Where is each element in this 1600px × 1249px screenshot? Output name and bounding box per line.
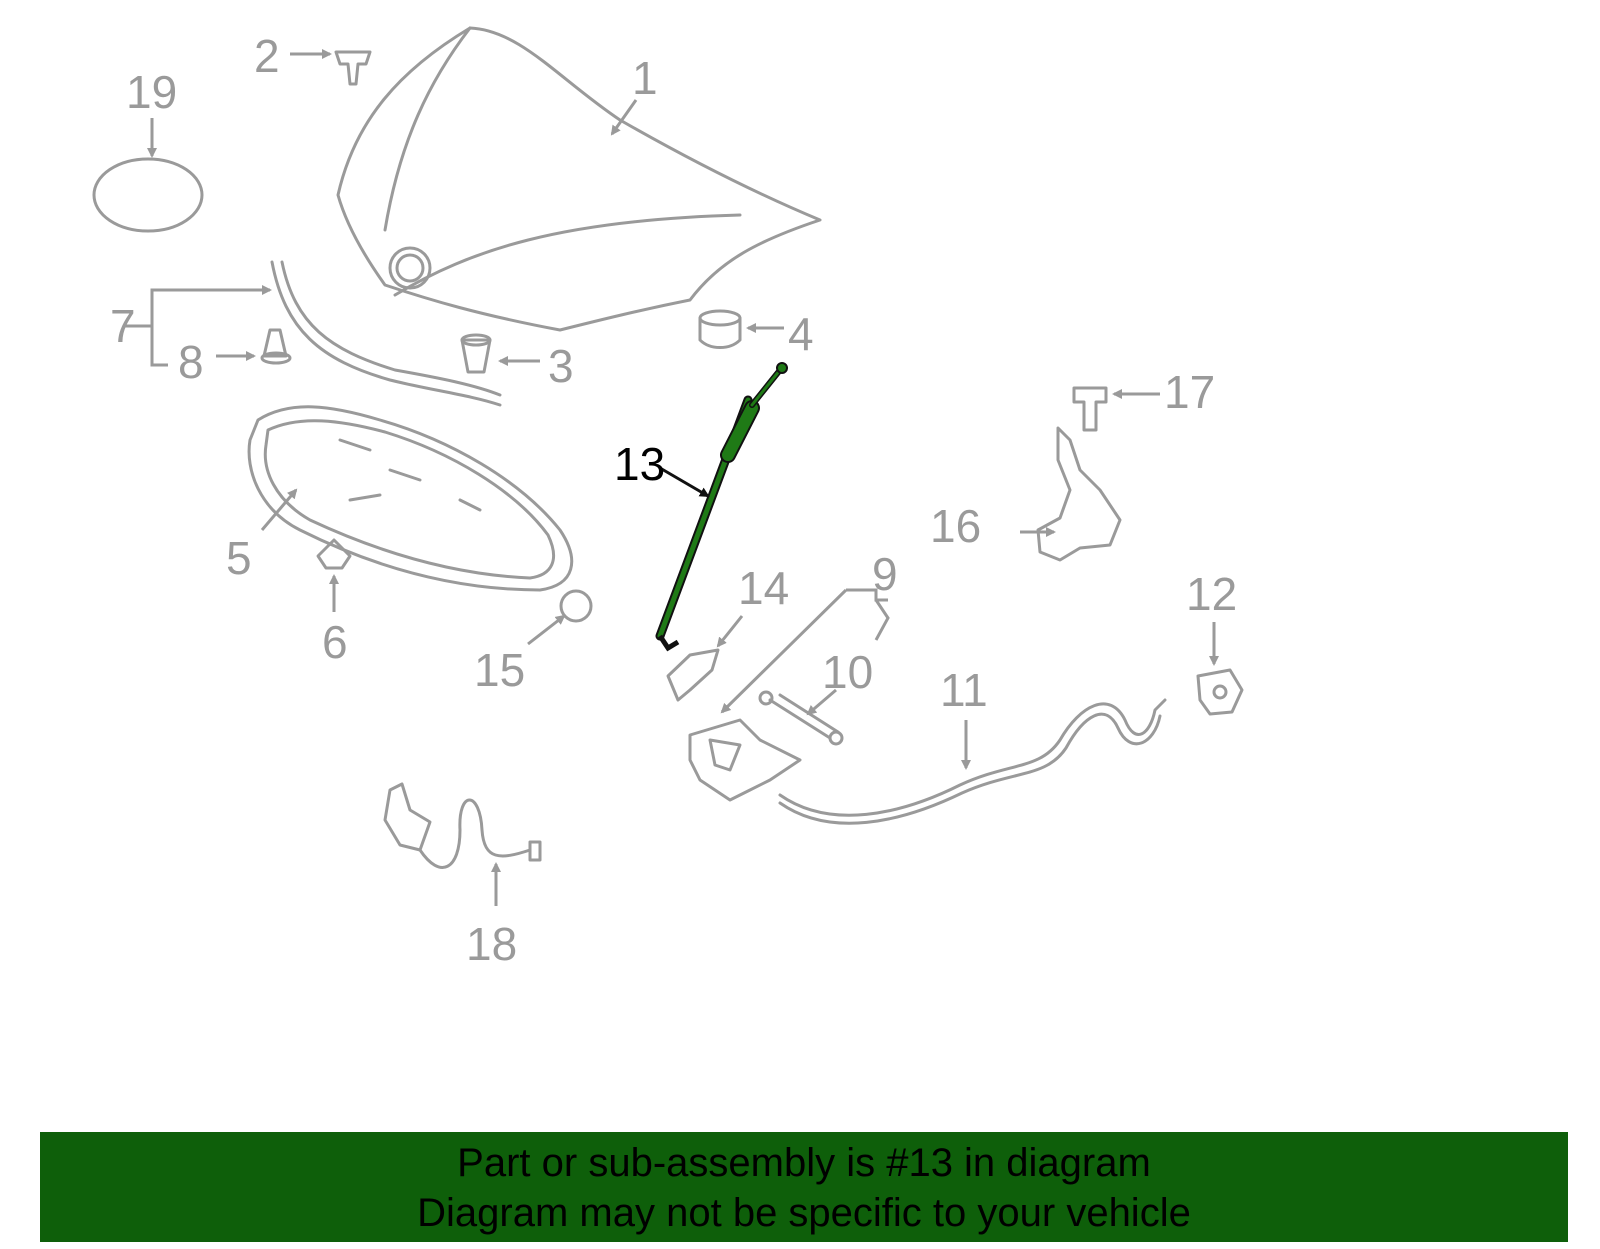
label-5: 5	[226, 532, 252, 584]
label-3: 3	[548, 340, 574, 392]
label-1: 1	[632, 52, 658, 104]
seal-part-19	[92, 118, 204, 233]
label-2: 2	[254, 30, 280, 82]
label-9: 9	[872, 548, 898, 600]
label-6: 6	[322, 616, 348, 668]
clip-part-8	[216, 328, 292, 365]
bracket-part-14	[666, 615, 744, 702]
notice-banner: Part or sub-assembly is #13 in diagram D…	[40, 1132, 1568, 1242]
latch-part-9	[688, 588, 890, 802]
banner-line-2: Diagram may not be specific to your vehi…	[417, 1191, 1191, 1235]
label-19: 19	[126, 66, 177, 118]
label-10: 10	[822, 646, 873, 698]
cushion-part-15	[527, 589, 593, 646]
label-18: 18	[466, 918, 517, 970]
weatherstrip-part-7	[125, 260, 502, 407]
cable-part-11	[778, 698, 1167, 825]
label-8: 8	[178, 336, 204, 388]
label-13: 13	[614, 438, 665, 490]
clip-part-2	[290, 49, 372, 86]
label-11: 11	[940, 664, 988, 716]
clip-part-6	[316, 538, 352, 612]
label-4: 4	[788, 308, 814, 360]
hood-part-1	[336, 26, 822, 332]
label-15: 15	[474, 644, 525, 696]
label-16: 16	[930, 500, 981, 552]
spring-part-10	[758, 688, 844, 746]
parts-diagram: 1 2 19 7 8 3 4 5 6 15 13 14 9 10 11 12 1…	[92, 26, 1244, 970]
bracket-part-12	[1196, 622, 1244, 716]
label-14: 14	[738, 562, 789, 614]
hood-strut-part-13	[655, 362, 788, 652]
cushion-part-4	[698, 309, 784, 349]
label-12: 12	[1186, 568, 1237, 620]
hinge-part-16	[1020, 426, 1122, 562]
label-7: 7	[110, 300, 136, 352]
bumper-part-3	[460, 333, 540, 374]
banner-line-1: Part or sub-assembly is #13 in diagram	[457, 1141, 1151, 1185]
insulator-part-5	[247, 405, 574, 592]
bolt-part-17	[1072, 386, 1160, 432]
harness-part-18	[383, 782, 542, 906]
label-17: 17	[1164, 366, 1215, 418]
